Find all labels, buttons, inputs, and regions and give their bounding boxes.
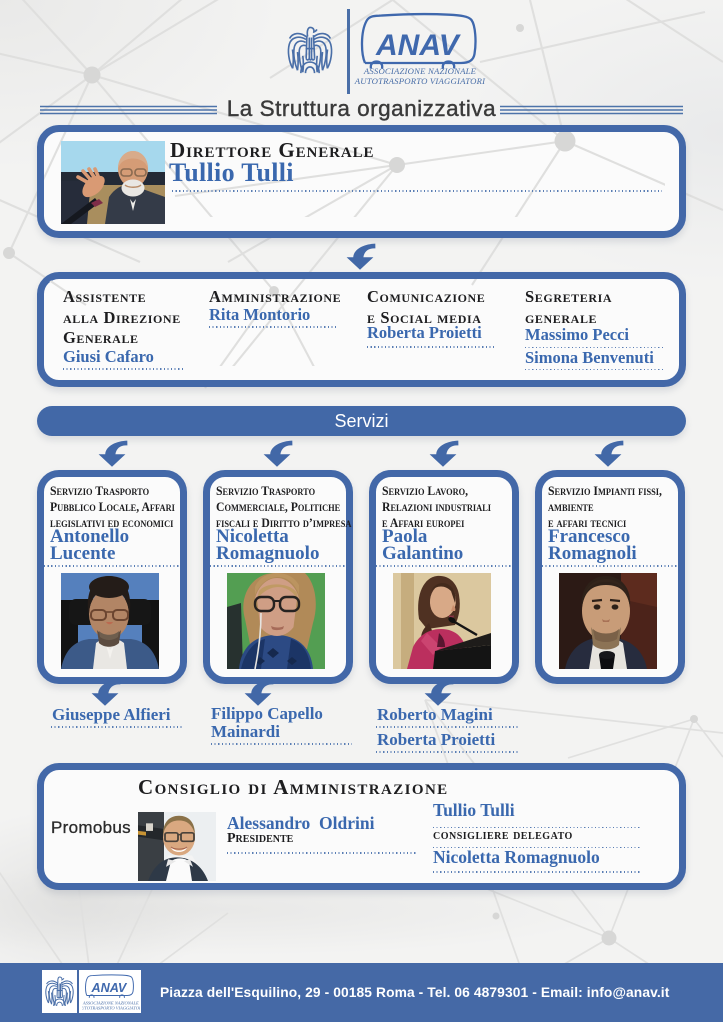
svg-text:AUTOTRASPORTO VIAGGIATORI: AUTOTRASPORTO VIAGGIATORI bbox=[82, 1005, 140, 1010]
svg-text:ASSOCIAZIONE NAZIONALE: ASSOCIAZIONE NAZIONALE bbox=[82, 1001, 139, 1006]
